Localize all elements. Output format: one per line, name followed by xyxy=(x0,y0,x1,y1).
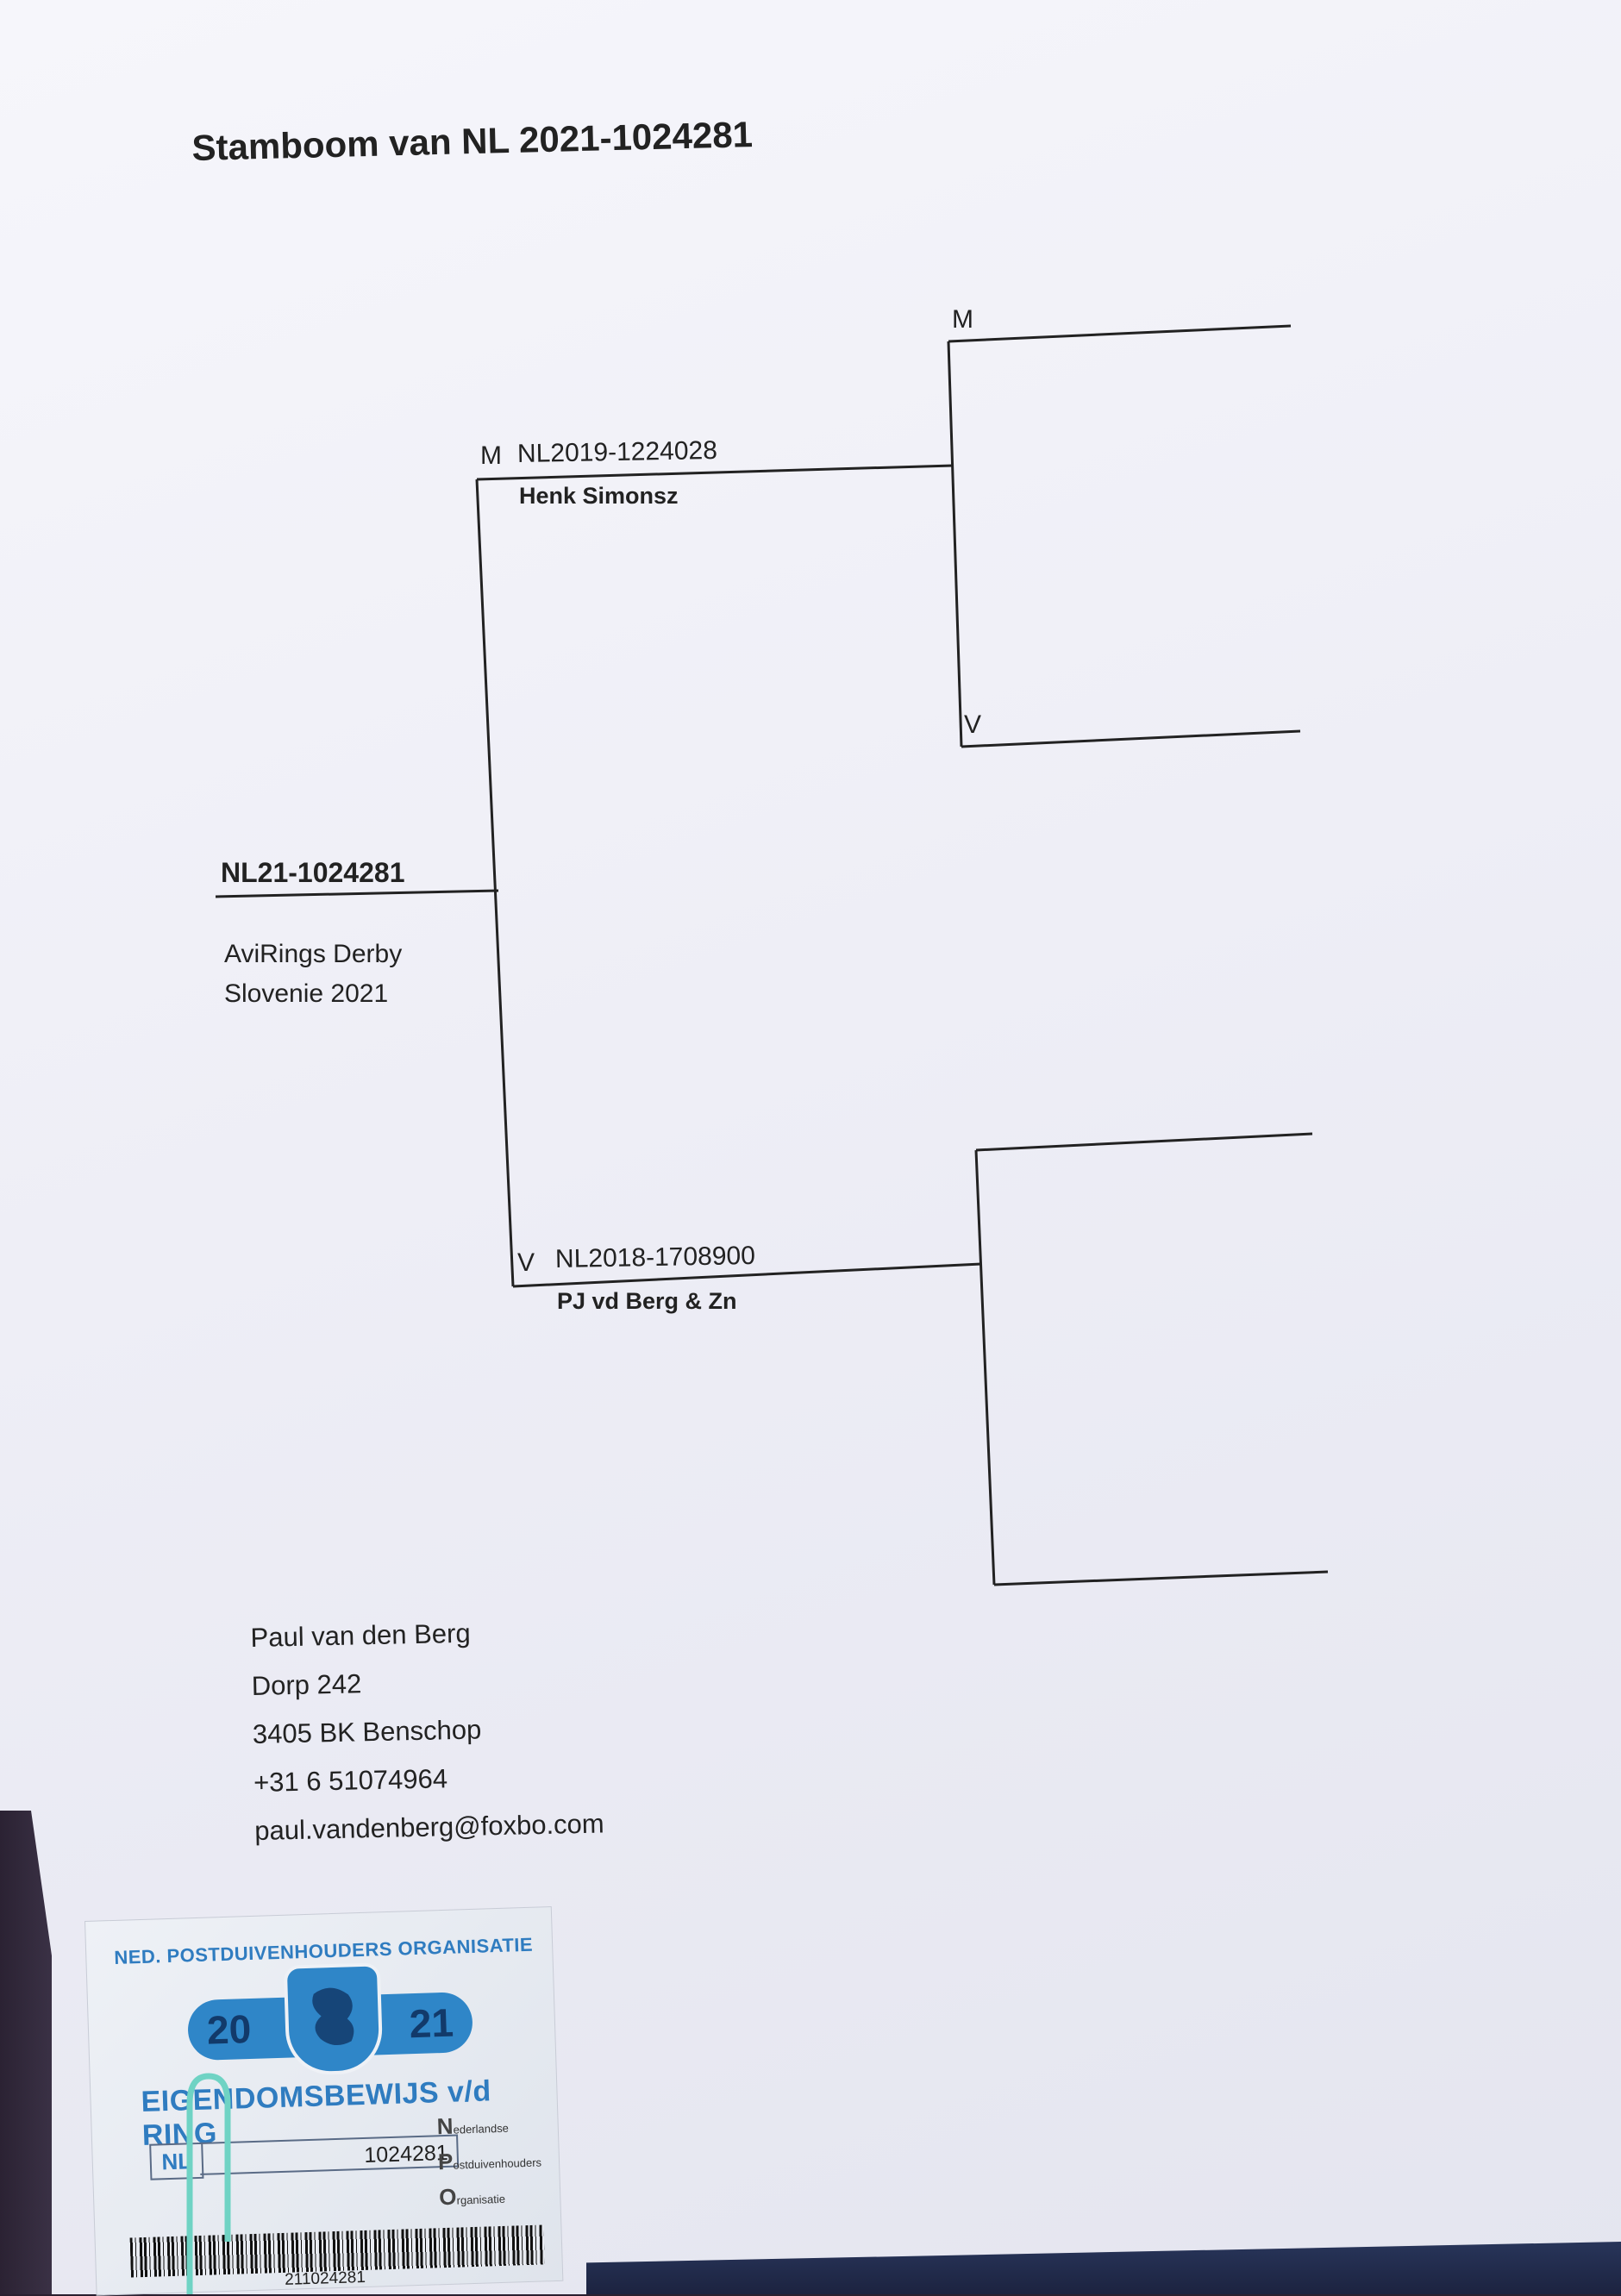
parent-connector xyxy=(475,479,515,1287)
npo-p: P xyxy=(437,2148,454,2175)
father-father-line xyxy=(948,324,1292,343)
father-mother-line xyxy=(961,729,1301,748)
father-prefix: M xyxy=(480,441,502,470)
mother-line xyxy=(512,1262,982,1288)
subject-note-line1: AviRings Derby xyxy=(224,940,403,968)
father-father-prefix: M xyxy=(952,305,973,334)
paper-clip-icon xyxy=(186,2073,231,2294)
owner-address: Paul van den Berg Dorp 242 3405 BK Bensc… xyxy=(250,1607,604,1855)
owner-phone: +31 6 51074964 xyxy=(253,1763,448,1798)
npo-logo: Nederlandse Postduivenhouders Organisati… xyxy=(436,2108,543,2218)
owner-email: paul.vandenberg@foxbo.com xyxy=(253,1808,604,1846)
mother-father-line xyxy=(975,1132,1313,1152)
father-mother-prefix: V xyxy=(964,710,982,739)
mother-ring: NL2018-1708900 xyxy=(554,1241,756,1274)
subject-note-line2: Slovenie 2021 xyxy=(224,979,389,1008)
owner-street: Dorp 242 xyxy=(251,1668,362,1701)
npo-o-word: rganisatie xyxy=(456,2192,506,2207)
barcode-number: 211024281 xyxy=(284,2268,366,2289)
mother-mother-line xyxy=(993,1570,1329,1586)
mother-grand-connector xyxy=(974,1149,996,1586)
ring-ownership-card: NED. POSTDUIVENHOUDERS ORGANISATIE 20 21… xyxy=(84,1905,564,2296)
card-year-left: 20 xyxy=(206,2006,253,2053)
npo-p-word: ostduivenhouders xyxy=(453,2155,542,2172)
npo-n-word: ederlandse xyxy=(453,2121,510,2136)
subject-ring: NL21-1024281 xyxy=(221,857,405,888)
lion-crest-icon xyxy=(283,1962,384,2076)
npo-o: O xyxy=(438,2183,457,2211)
card-year-right: 21 xyxy=(408,1999,454,2047)
owner-city: 3405 BK Benschop xyxy=(252,1714,482,1749)
father-breeder: Henk Simonsz xyxy=(519,483,679,509)
father-grand-connector xyxy=(947,341,963,748)
owner-name: Paul van den Berg xyxy=(250,1617,471,1653)
father-ring: NL2019-1224028 xyxy=(516,435,718,469)
npo-n: N xyxy=(436,2112,454,2140)
subject-line xyxy=(215,889,499,898)
mother-breeder: PJ vd Berg & Zn xyxy=(557,1288,737,1314)
father-line xyxy=(476,464,954,481)
mother-prefix: V xyxy=(517,1248,535,1277)
